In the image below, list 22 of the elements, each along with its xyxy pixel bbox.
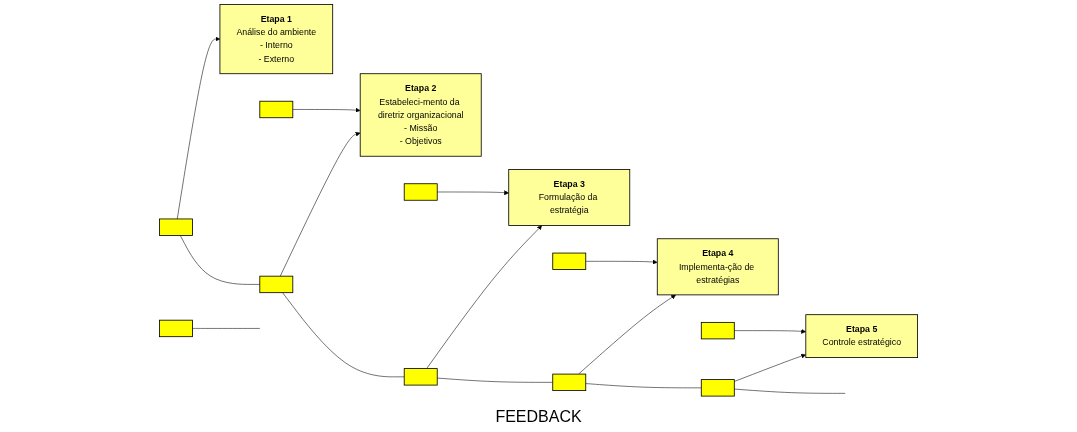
node-box: Etapa 3 Formulação da estratégia [508,169,631,226]
connector [180,235,261,285]
node-box [259,275,294,294]
connector [436,377,554,383]
connector [734,388,846,394]
node-box [552,252,587,270]
node-box [159,319,193,338]
node-box [259,100,294,119]
node-box: Etapa 1 Análise do ambiente - Interno - Externo [219,4,334,75]
node-box [403,368,438,386]
node-box: Etapa 4 Implementa-ção de estratégias [656,238,779,296]
node-box [552,373,587,391]
node-box [700,379,735,397]
connector [282,292,405,378]
connector [192,328,261,329]
caption-text: FEEDBACK [495,408,582,425]
node-box: Etapa 5 Controle estratégico [805,314,918,358]
node-box [159,218,193,236]
node-box: Etapa 2 Estabeleci-mento da diretriz organizacional - Missão - Objetivos [359,73,482,157]
node-box [403,183,438,201]
node-box [700,321,735,340]
connector [585,383,702,389]
